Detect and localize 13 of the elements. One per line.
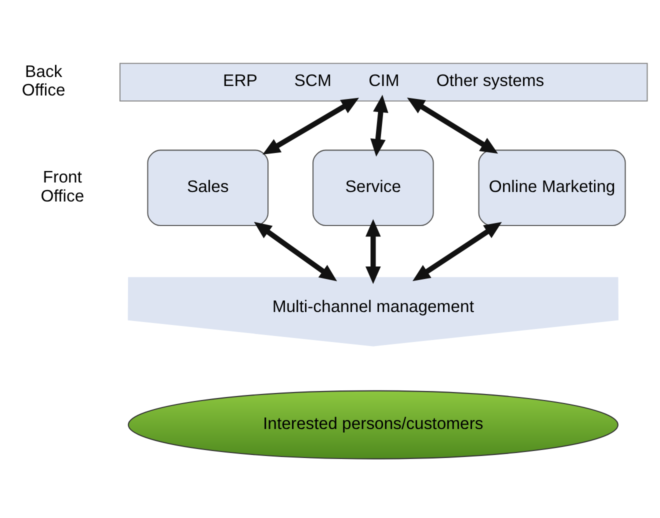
arrow (254, 222, 338, 282)
node-ellipse: Interested persons/customers (128, 390, 618, 460)
arrow (370, 94, 388, 157)
arrow (262, 98, 360, 155)
label: Front Office (40, 167, 84, 206)
node-box: Service (312, 150, 434, 226)
arrow (412, 222, 502, 282)
node-box: ERP SCM CIM Other systems (119, 62, 648, 102)
arrow (407, 98, 498, 154)
node-box: Online Marketing (478, 150, 626, 226)
node-box: Sales (147, 150, 269, 226)
arrow (366, 219, 381, 284)
label: Back Office (22, 62, 66, 100)
